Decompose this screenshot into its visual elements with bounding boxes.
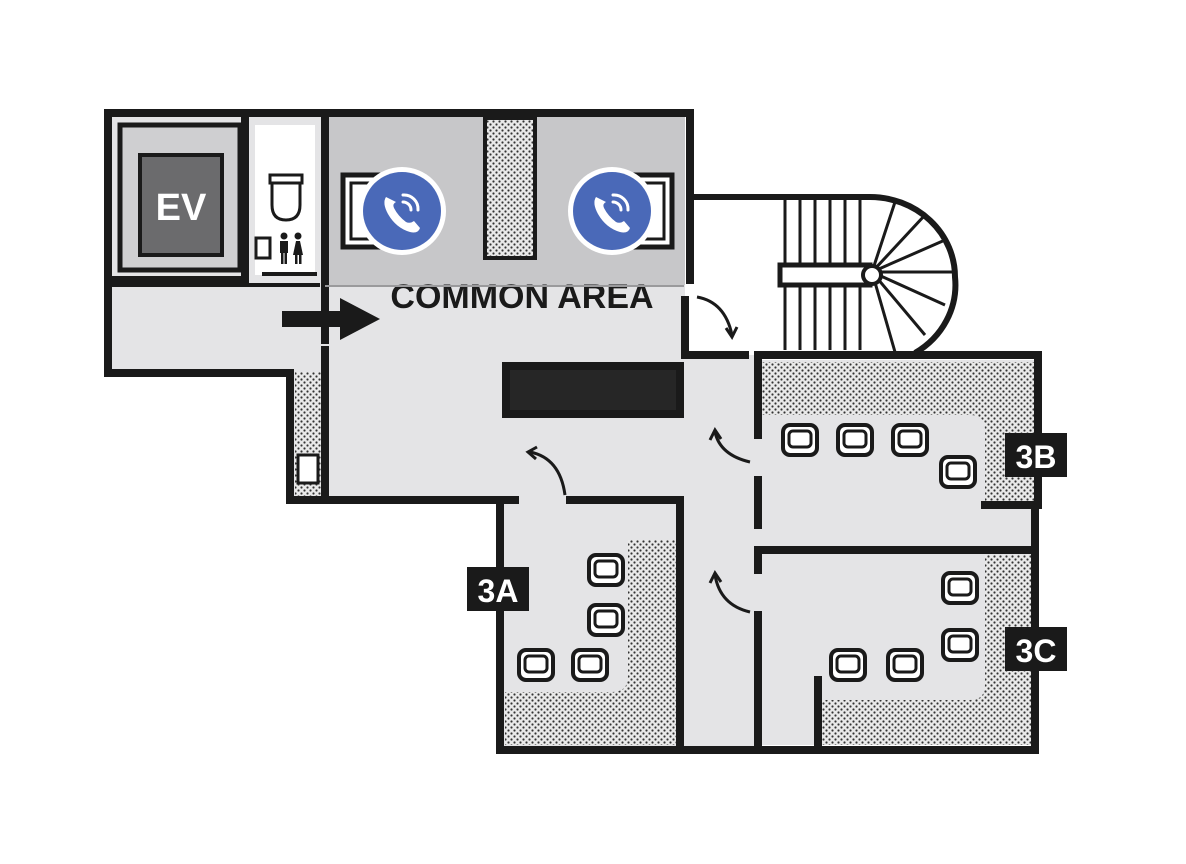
phone-icon[interactable] xyxy=(568,167,656,255)
room-label-3b-text: 3B xyxy=(1016,439,1057,475)
elevator-label: EV xyxy=(156,187,207,229)
spiral-stairs-icon xyxy=(690,194,959,357)
room-label-3a-text: 3A xyxy=(478,573,519,609)
common-area-label: COMMON AREA xyxy=(390,278,653,316)
sink-icon xyxy=(296,453,320,485)
elevator: EV xyxy=(117,122,243,273)
room-label-3c-text: 3C xyxy=(1016,633,1057,669)
room-label-3c[interactable]: 3C xyxy=(1005,627,1067,671)
phone-icon[interactable] xyxy=(358,167,446,255)
restroom-icon xyxy=(254,125,317,276)
walls xyxy=(104,109,1042,754)
door-swings xyxy=(525,295,751,614)
room-label-3a[interactable]: 3A xyxy=(467,567,529,611)
service-areas xyxy=(295,116,1035,745)
room-label-3b[interactable]: 3B xyxy=(1005,433,1067,477)
